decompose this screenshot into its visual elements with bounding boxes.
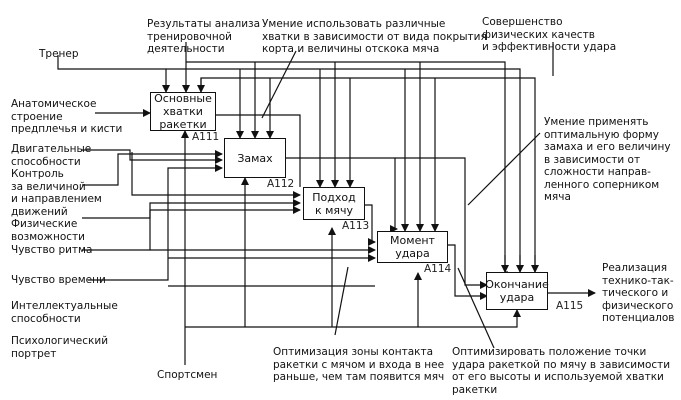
block-code-a113: A113 [342, 220, 370, 232]
block-code-a111: A111 [192, 131, 220, 143]
control-perfection: Совершенство физических качеств и эффект… [482, 16, 617, 53]
block-a115: Окончание удара [485, 272, 549, 310]
note-hit-point: Оптимизировать положение точки удара рак… [452, 346, 671, 396]
input-psychological: Психологический портрет [11, 335, 109, 360]
control-swing-skill: Умение применять оптимальную форму замах… [544, 116, 671, 203]
input-movement-control: Контроль за величиной и направлением дви… [11, 168, 102, 218]
input-physical: Физические возможности [11, 218, 86, 243]
block-code-a115: A115 [556, 300, 584, 312]
control-analysis-results: Результаты анализа тренировочной деятель… [147, 18, 261, 55]
input-timing: Чувство времени [11, 274, 106, 286]
block-a113: Подход к мячу [303, 187, 365, 220]
block-code-a114: A114 [424, 263, 452, 275]
mechanism-athlete: Спортсмен [157, 369, 218, 381]
input-motor-abilities: Двигательные способности [11, 143, 92, 168]
block-a112: Замах [224, 138, 286, 178]
block-code-a112: A112 [267, 178, 295, 190]
input-rhythm: Чувство ритма [11, 244, 93, 256]
trainer-wire [57, 55, 170, 93]
output-realization: Реализация технико-так- тического и физи… [602, 262, 675, 324]
control-trainer: Тренер [39, 48, 79, 60]
input-anatomy: Анатомическое строение предплечья и кист… [11, 98, 123, 135]
block-a114: Момент удара [377, 231, 448, 263]
note-contact-zone: Оптимизация зоны контакта ракетки с мячо… [273, 346, 445, 383]
block-a111: Основные хватки ракетки [150, 92, 216, 131]
control-grip-skill: Умение использовать различные хватки в з… [262, 18, 487, 55]
input-intellectual: Интеллектуальные способности [11, 300, 118, 325]
